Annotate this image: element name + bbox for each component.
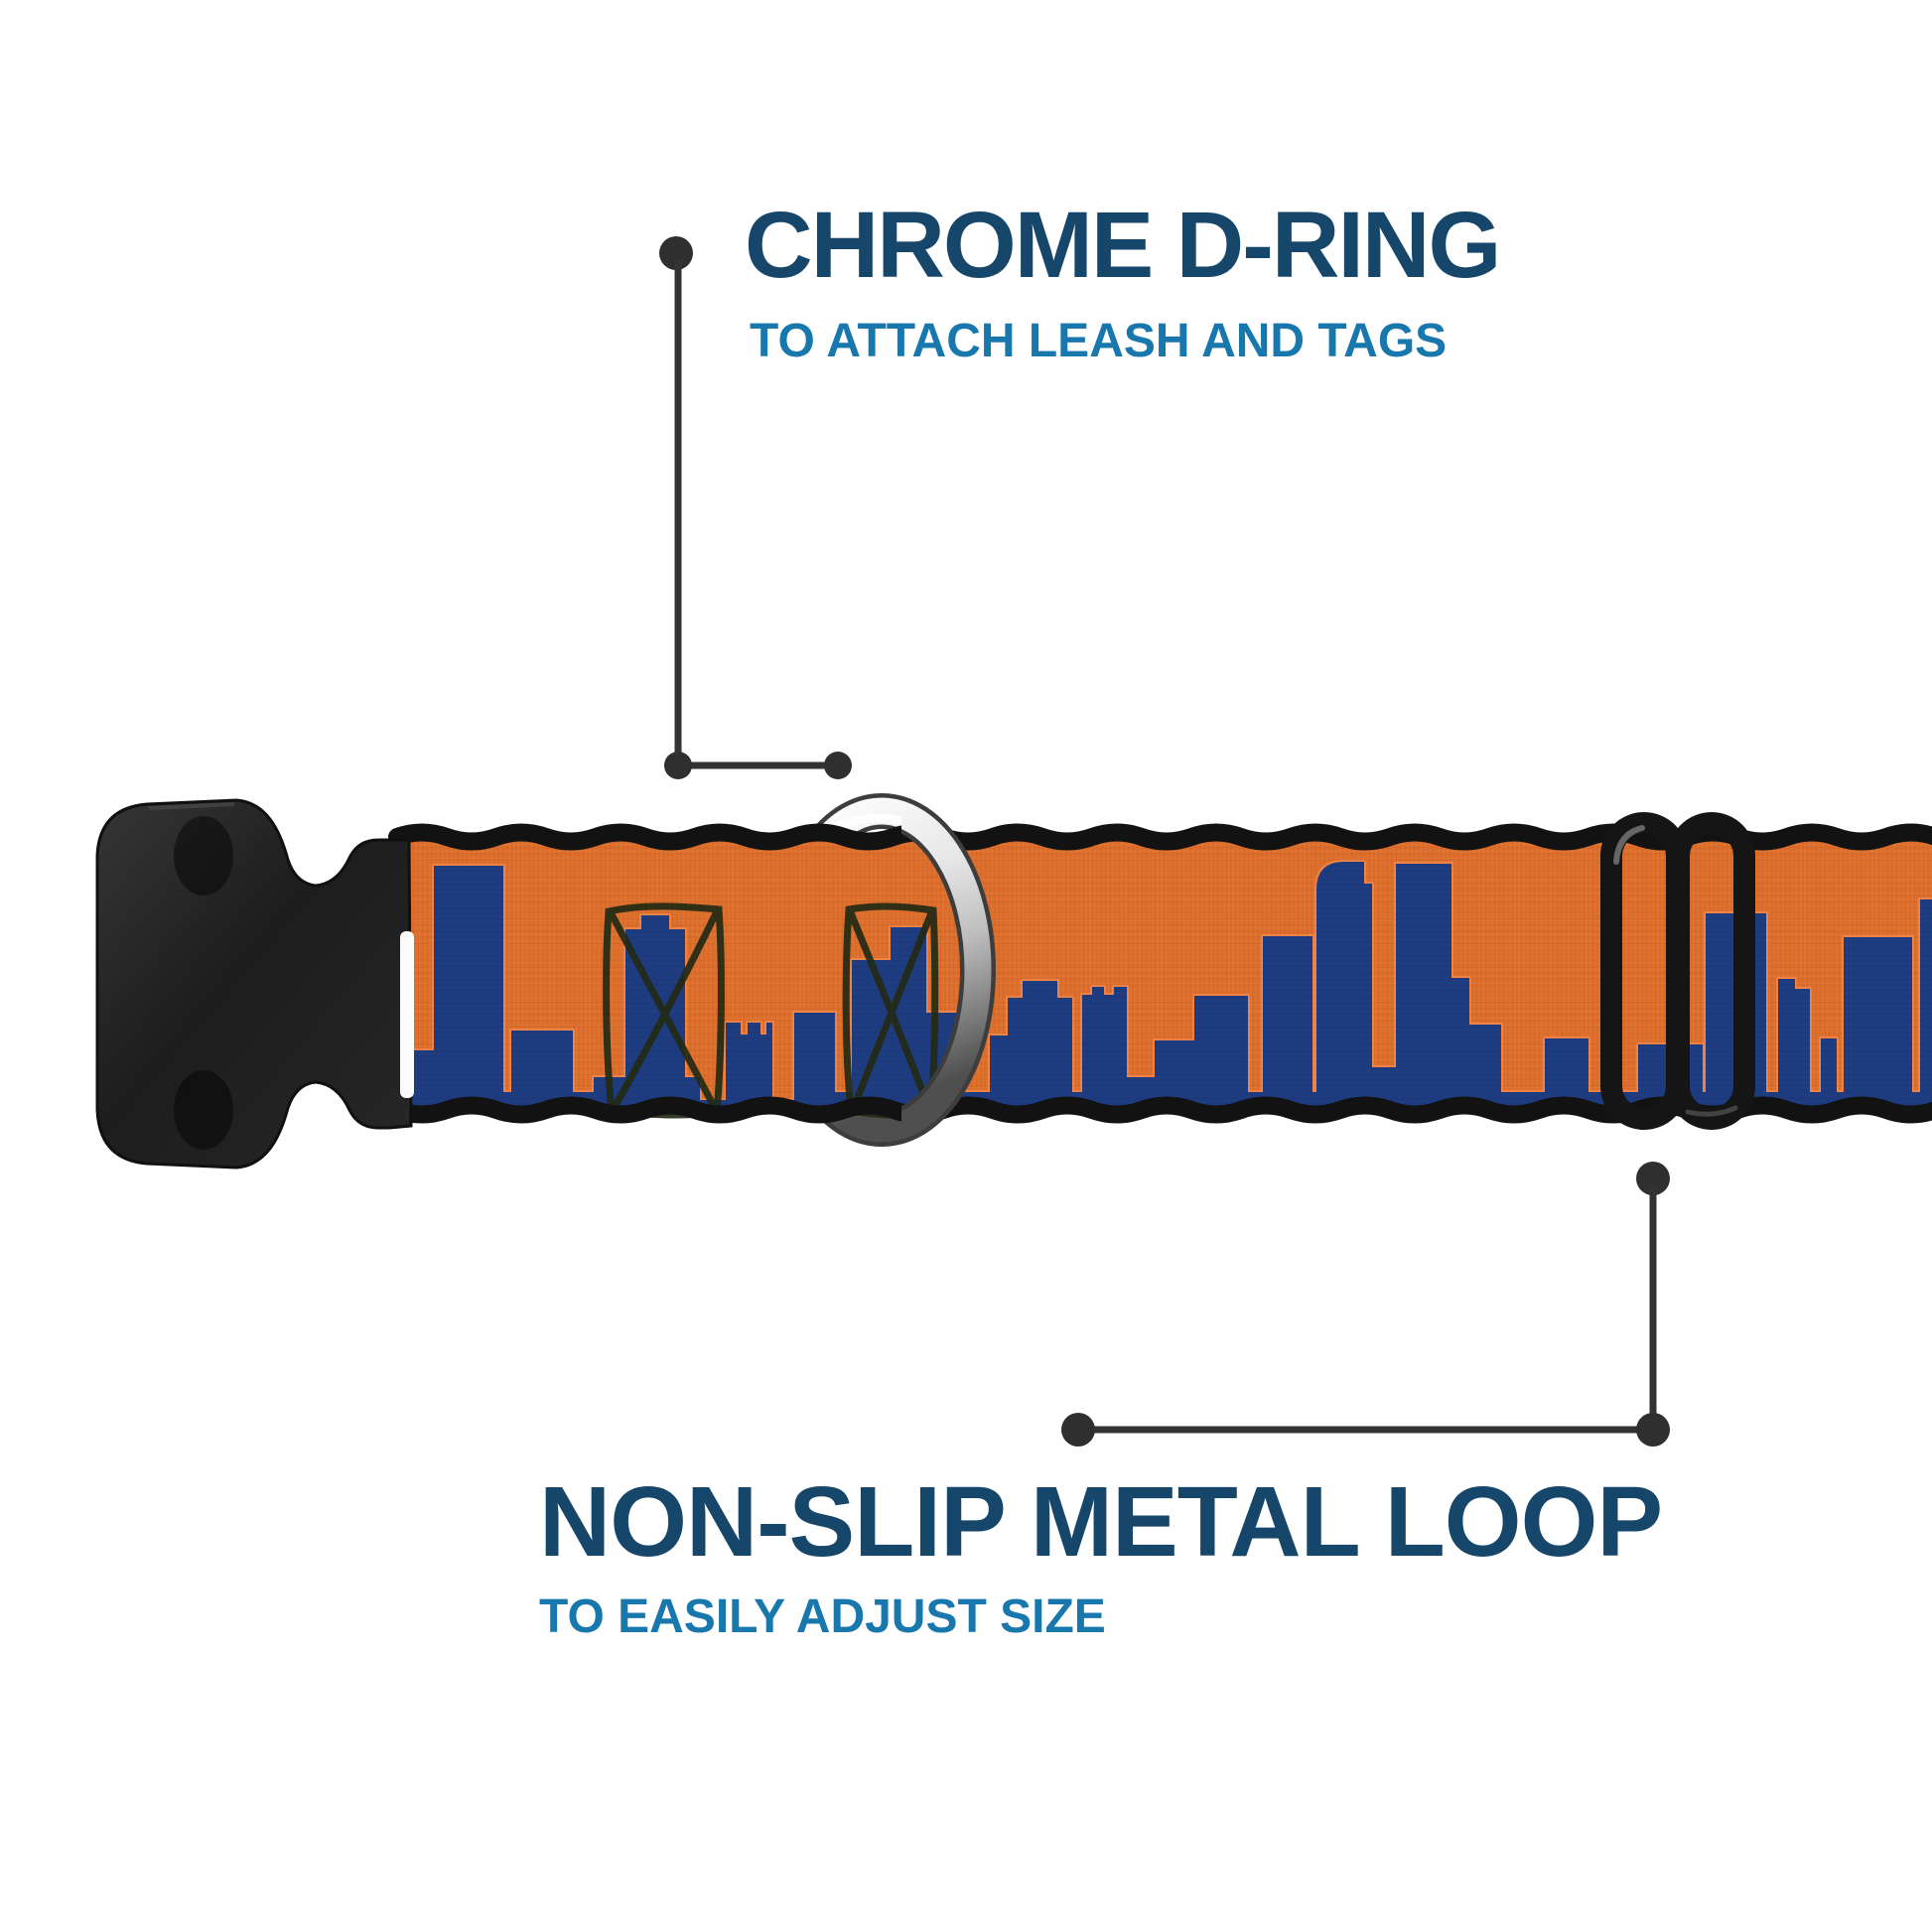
buckle-top-opening (174, 816, 233, 896)
loop-callout-title: NON-SLIP METAL LOOP (539, 1466, 1663, 1578)
dring-leader-start-dot (659, 236, 693, 270)
dring-leader-corner-dot (664, 752, 692, 779)
plastic-buckle (95, 798, 414, 1170)
loop-leader-corner-dot (1636, 1413, 1670, 1447)
loop-leader-start-dot (1636, 1162, 1670, 1195)
dring-callout-subtitle: TO ATTACH LEASH AND TAGS (750, 315, 1448, 367)
loop-leader (1061, 1162, 1670, 1447)
loop-leader-end-dot (1061, 1413, 1095, 1447)
loop-callout-subtitle: TO EASILY ADJUST SIZE (539, 1590, 1106, 1643)
buckle-bottom-opening (174, 1070, 233, 1150)
dring-callout-title: CHROME D-RING (745, 193, 1501, 298)
chrome-d-ring-front (901, 795, 996, 1145)
dring-leader-end-dot (824, 752, 852, 779)
metal-loop-slider (1600, 812, 1755, 1130)
buckle-slot-gap (400, 931, 414, 1098)
dring-leader (659, 236, 852, 779)
collar-strap (388, 823, 1932, 1124)
